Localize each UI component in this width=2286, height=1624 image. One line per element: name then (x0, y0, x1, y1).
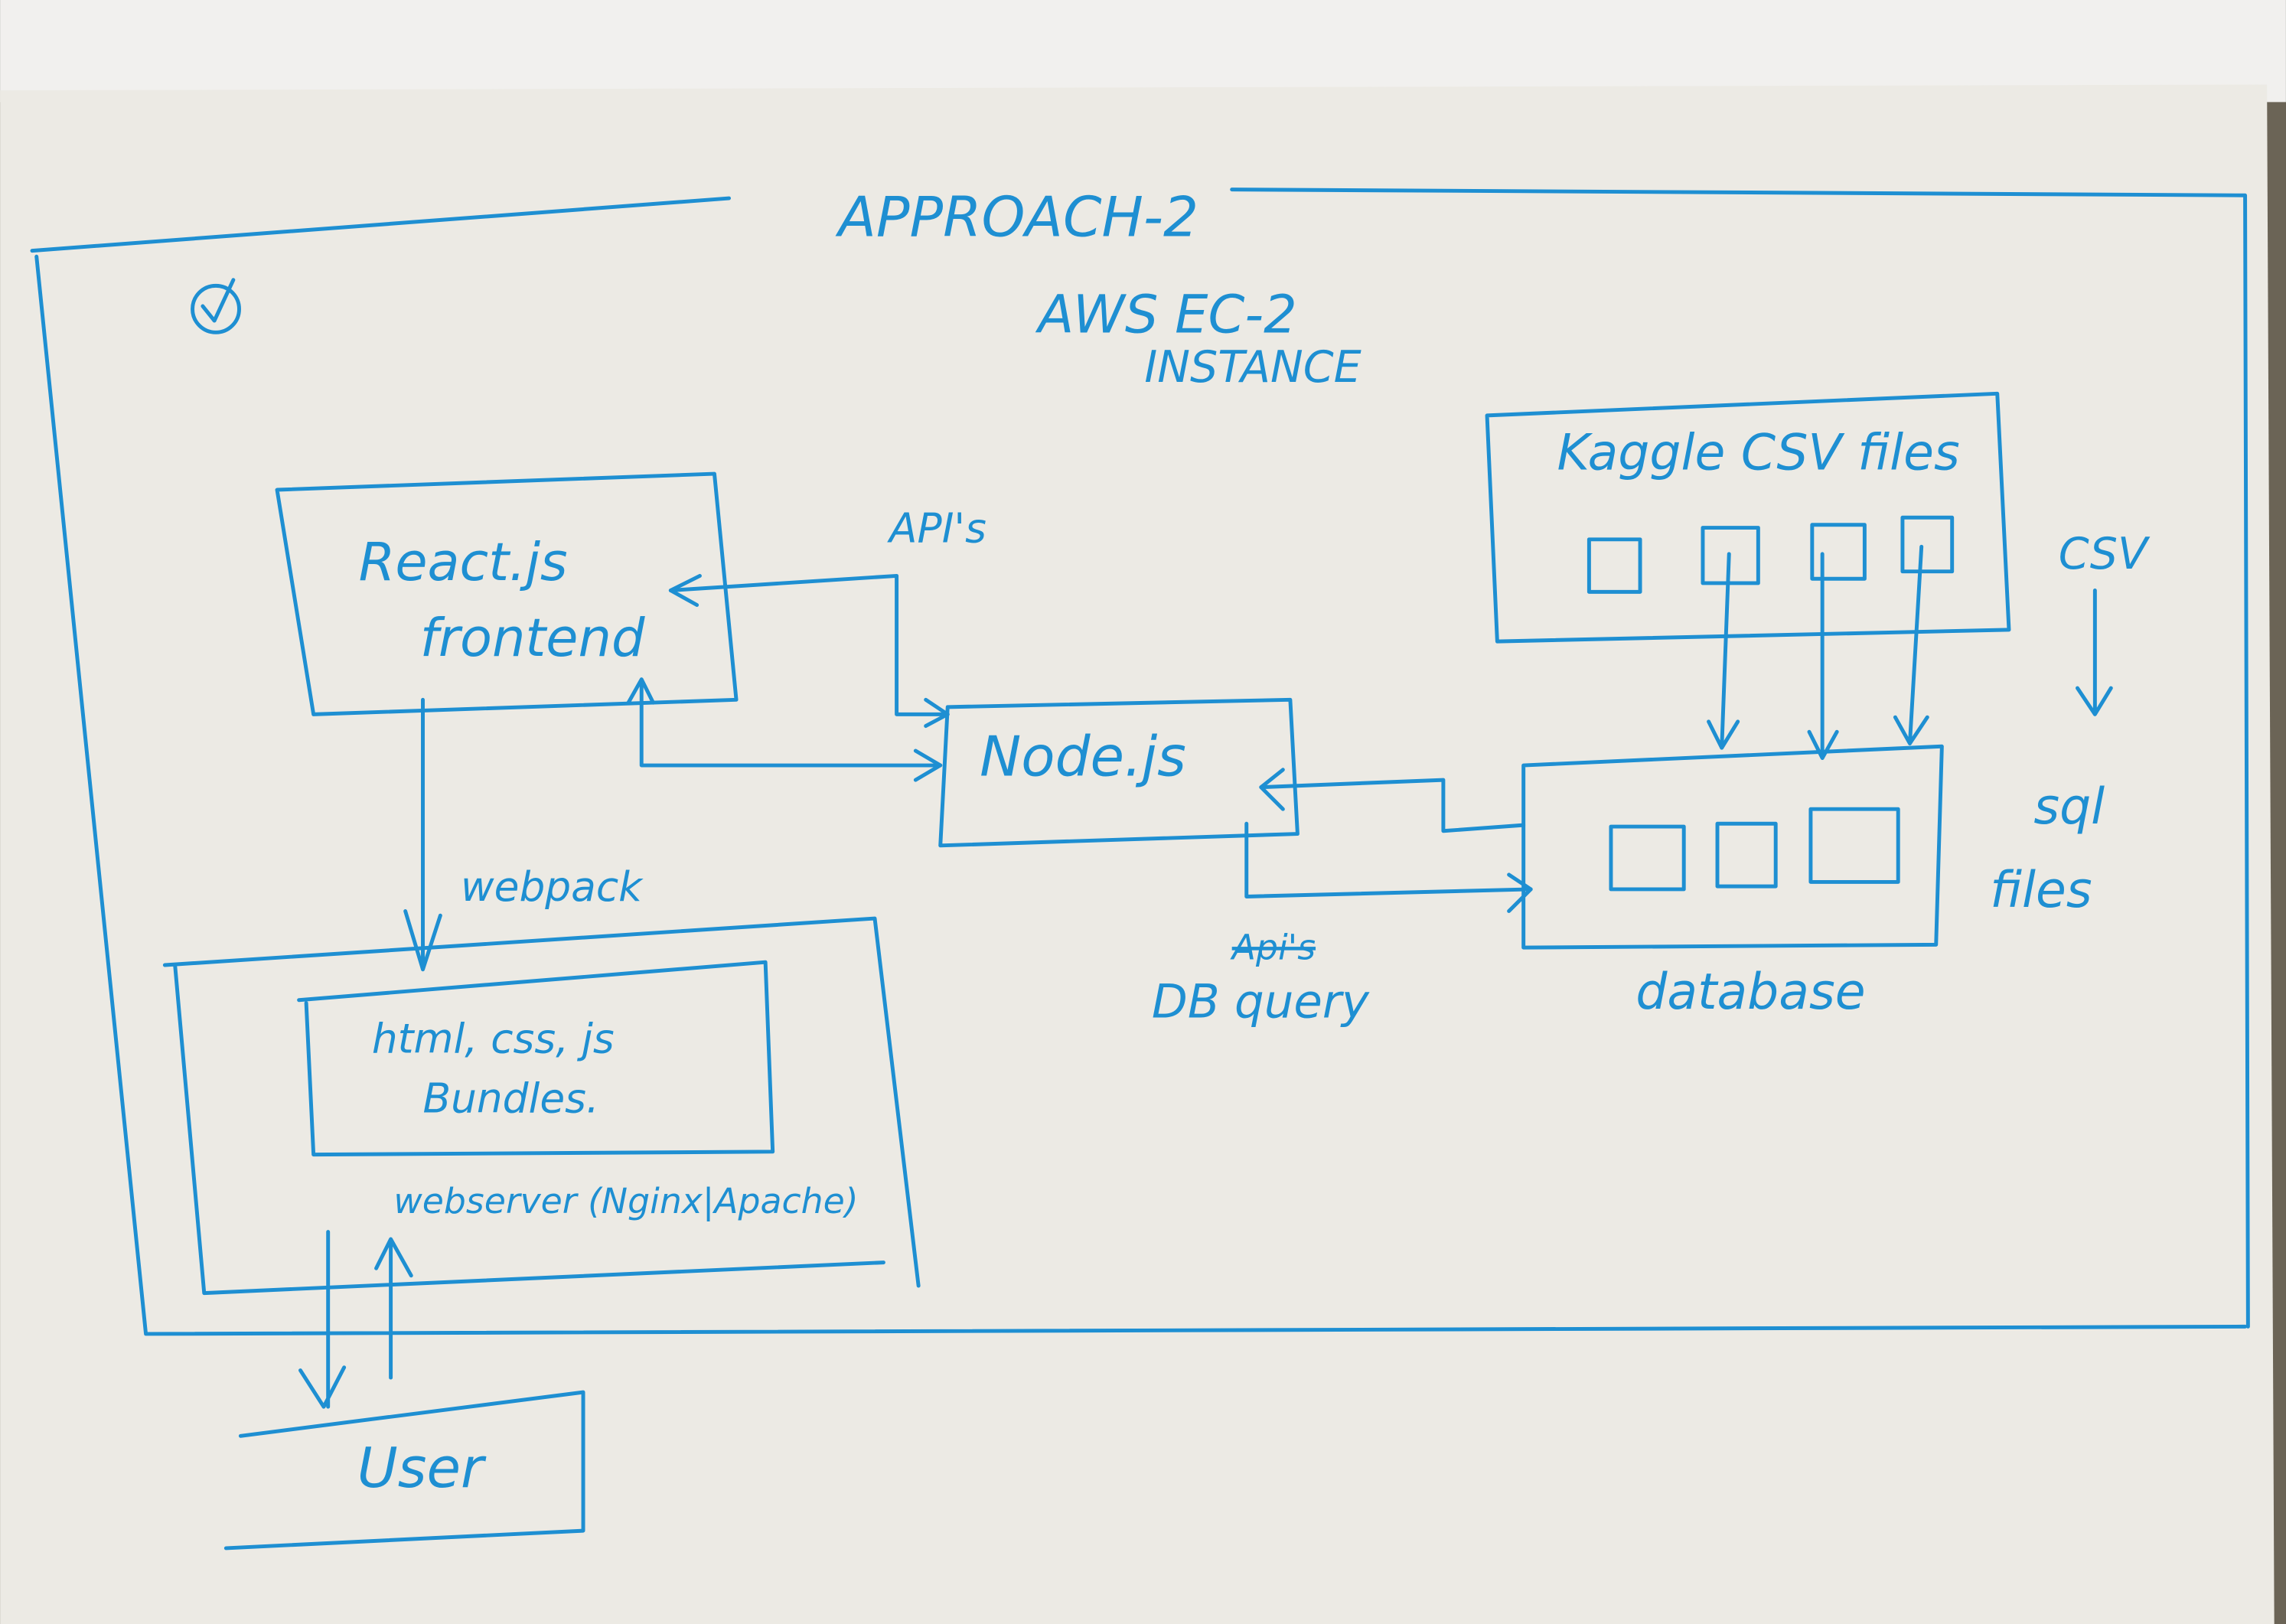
container-label-line1: AWS EC-2 (1035, 284, 1296, 345)
csv-to-sql-arrow (2076, 588, 2113, 716)
bundles-label-line1: html, css, js (372, 1014, 615, 1062)
webserver-box (162, 916, 921, 1296)
backend-label: Node.js (980, 725, 1186, 789)
diagram-title: APPROACH-2 (835, 186, 1198, 250)
csv-import-arrows (1707, 544, 1929, 760)
db-query-arrow (1244, 821, 1533, 914)
sql-note-line2: files (1990, 862, 2092, 919)
kaggle-box (1485, 391, 2011, 644)
frontend-label-line1: React.js (359, 532, 568, 593)
user-label: User (357, 1436, 487, 1501)
database-box (1521, 744, 1944, 950)
csv-file-icons (1587, 515, 1955, 594)
database-table-icons (1609, 807, 1900, 892)
paper-sheet (0, 84, 2275, 1624)
user-request-arrows (298, 1230, 413, 1409)
bundles-box (297, 960, 775, 1157)
webpack-arrow (403, 697, 442, 972)
api-label: API's (887, 504, 986, 553)
frontend-box (275, 471, 739, 716)
ec2-instance-boundary (30, 188, 2250, 1336)
back-sheet (0, 0, 2286, 103)
bundles-label-line2: Bundles. (423, 1074, 599, 1122)
frontend-backend-double-arrow (626, 677, 943, 782)
db-response-arrow (1259, 768, 1526, 833)
database-label: database (1635, 964, 1865, 1021)
struck-api-label: Api's (1230, 927, 1316, 967)
kaggle-label: Kaggle CSV files (1557, 424, 1959, 481)
db-query-label: DB query (1152, 975, 1370, 1029)
container-label-line2: INSTANCE (1144, 342, 1361, 393)
webpack-label: webpack (461, 863, 644, 911)
check-circle-icon (191, 278, 241, 334)
user-box (223, 1390, 585, 1551)
csv-note: CSV (2059, 529, 2151, 579)
backend-box (938, 697, 1300, 848)
sql-note-line1: sql (2033, 778, 2105, 836)
frontend-label-line2: frontend (420, 608, 645, 669)
webserver-label: webserver (Nginx|Apache) (393, 1181, 858, 1222)
